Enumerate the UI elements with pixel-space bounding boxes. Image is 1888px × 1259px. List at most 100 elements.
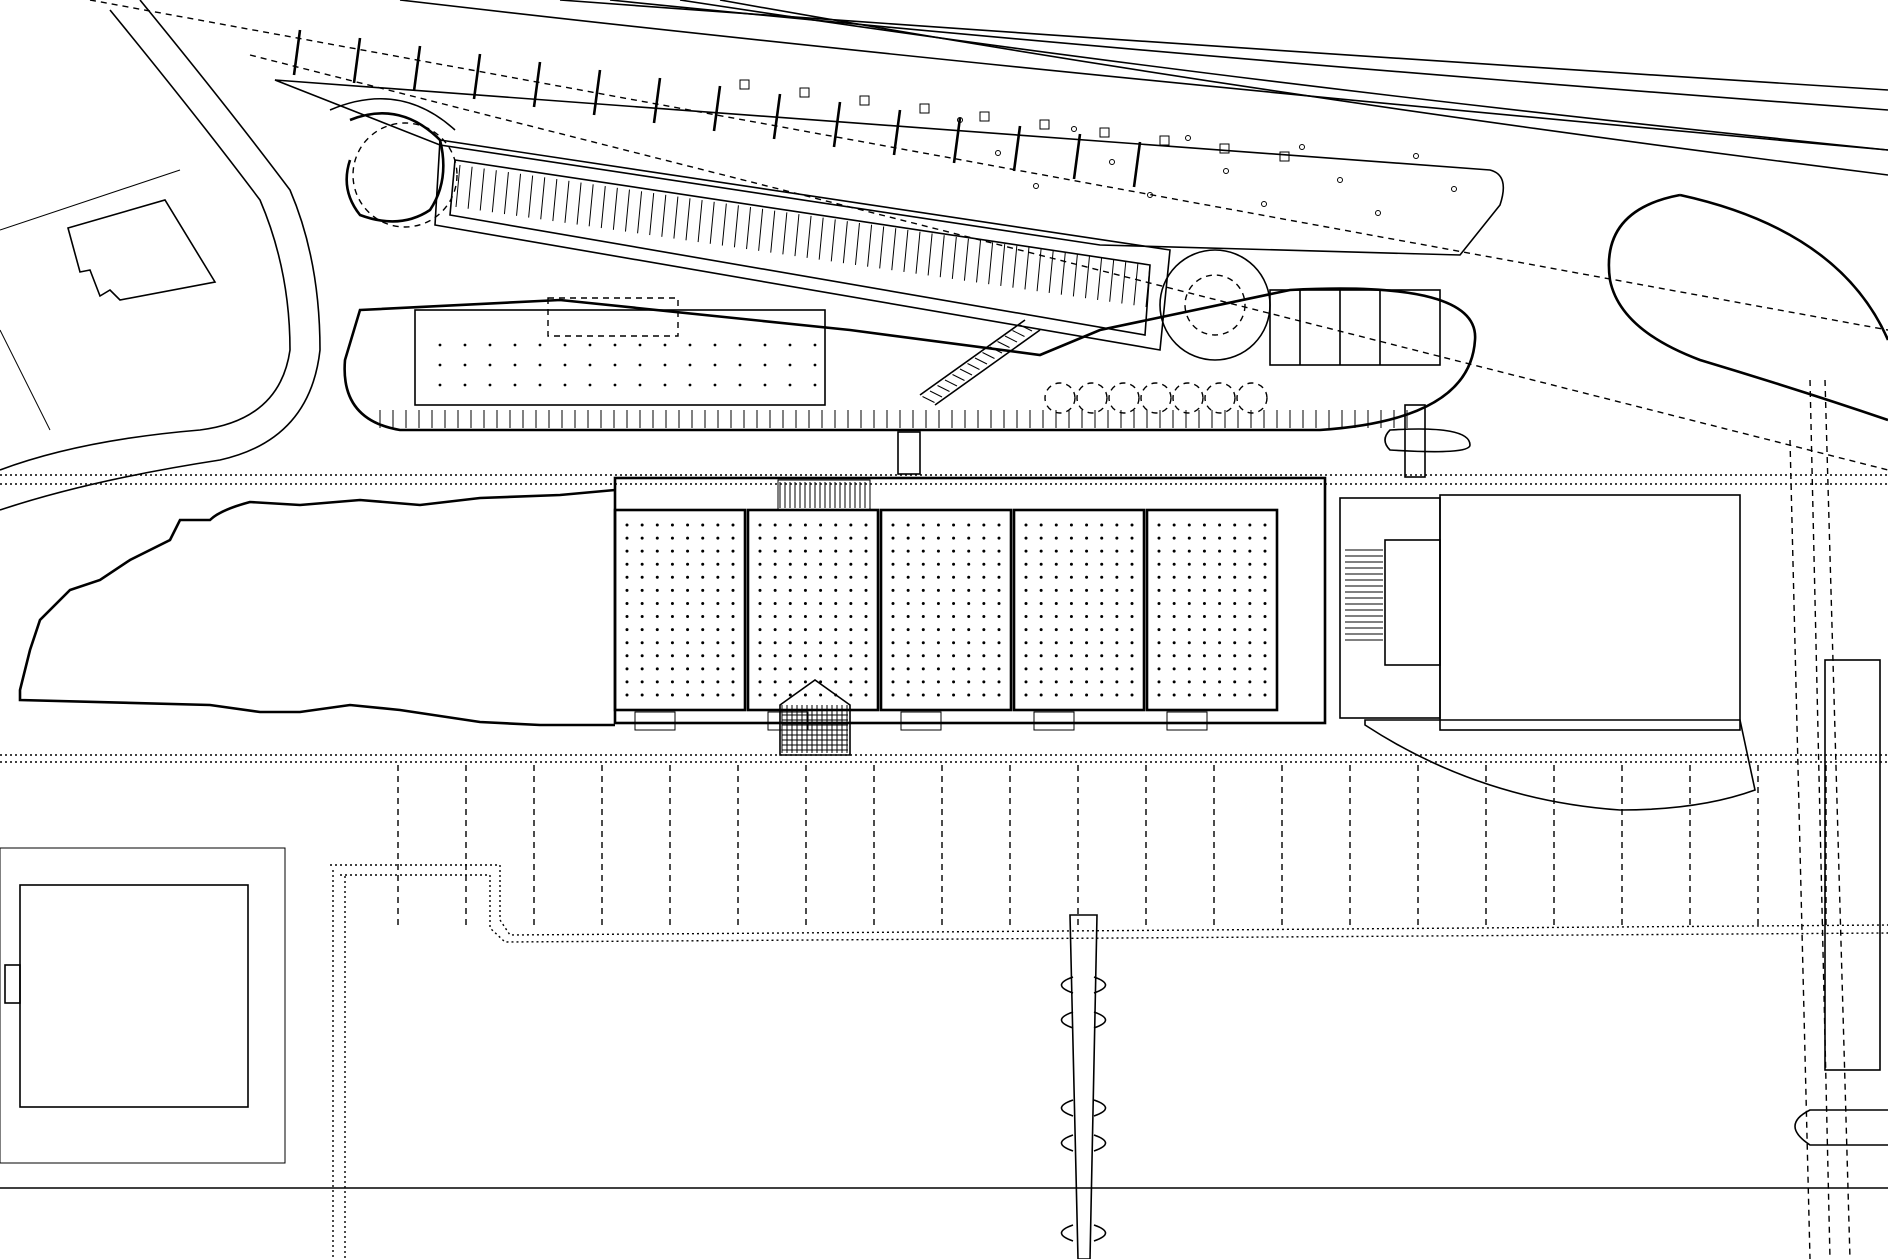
station-column — [538, 383, 542, 387]
parking-stalls — [455, 164, 1151, 308]
hall-column — [1085, 588, 1089, 592]
hall-column — [803, 588, 807, 592]
hall-column — [1054, 601, 1058, 605]
hall-column — [1069, 654, 1073, 658]
hall-column — [952, 562, 956, 566]
platform-pier — [1219, 143, 1230, 154]
hall-column — [1263, 693, 1267, 697]
hall-column — [849, 680, 853, 684]
hall-column — [834, 575, 838, 579]
hall-column — [1157, 680, 1161, 684]
hall-column — [731, 680, 735, 684]
hall-column — [891, 523, 895, 527]
axis-loop-left — [1060, 976, 1074, 994]
platform-bar — [352, 37, 362, 84]
hall-column — [1248, 575, 1252, 579]
hall-column — [640, 641, 644, 645]
parking-stall — [976, 240, 982, 283]
platform-dot — [1337, 177, 1343, 183]
hall-column — [788, 562, 792, 566]
hall-column — [1233, 562, 1237, 566]
hall-column — [1157, 601, 1161, 605]
hall-column — [864, 654, 868, 658]
hall-column — [758, 562, 762, 566]
hall-column — [1039, 615, 1043, 619]
platform-bar — [292, 29, 302, 76]
parking-stall — [479, 168, 485, 211]
hall-column — [952, 549, 956, 553]
axis-loop-right — [1093, 1099, 1107, 1117]
platform-bar — [472, 53, 482, 100]
hall-column — [1157, 575, 1161, 579]
station-column — [563, 363, 567, 367]
parking-stall — [540, 177, 546, 220]
hall-column — [670, 575, 674, 579]
hall-column — [1218, 693, 1222, 697]
platform-pier — [739, 79, 750, 90]
hall-column — [1248, 601, 1252, 605]
hall-column — [625, 654, 629, 658]
hall-column — [731, 562, 735, 566]
hall-column — [701, 615, 705, 619]
parking-stall — [1109, 259, 1115, 302]
hall-column — [731, 536, 735, 540]
hall-column — [849, 549, 853, 553]
hall-column — [1039, 628, 1043, 632]
hall-column — [1248, 615, 1252, 619]
platform-dot — [1261, 201, 1267, 207]
hall-column — [686, 588, 690, 592]
platform-bar — [892, 109, 902, 156]
station-column — [663, 363, 667, 367]
station-column — [588, 383, 592, 387]
hall-column — [716, 680, 720, 684]
hall-column — [1024, 575, 1028, 579]
hall-column — [1187, 654, 1191, 658]
tree-circle — [1044, 382, 1076, 414]
platform-dot — [1299, 144, 1305, 150]
hall-column — [803, 523, 807, 527]
hall-column — [758, 615, 762, 619]
station-column — [688, 343, 692, 347]
hall-column — [921, 680, 925, 684]
hall-column — [716, 575, 720, 579]
hall-column — [906, 588, 910, 592]
parking-stall — [1012, 245, 1018, 288]
hall-column — [1085, 536, 1089, 540]
hall-column — [1100, 641, 1104, 645]
platform-pier — [1099, 127, 1110, 138]
ramp-steps — [922, 324, 1033, 403]
hall-column — [686, 523, 690, 527]
hall-column — [906, 680, 910, 684]
station-column — [713, 383, 717, 387]
south-dividers — [397, 765, 1827, 928]
hall-column — [982, 641, 986, 645]
hall-column — [1100, 654, 1104, 658]
hall-column — [686, 628, 690, 632]
platform-pier — [859, 95, 870, 106]
hall-column — [1024, 562, 1028, 566]
station-hall-columns — [438, 343, 817, 387]
hall-column — [1172, 693, 1176, 697]
hall-column — [1054, 628, 1058, 632]
hall-column — [1263, 601, 1267, 605]
tree-circle — [1172, 382, 1204, 414]
hall-column — [1130, 575, 1134, 579]
hall-column — [891, 615, 895, 619]
parking-stall — [455, 164, 461, 208]
hall-column — [1115, 667, 1119, 671]
hall-column — [936, 641, 940, 645]
west-roads — [0, 0, 321, 511]
parking-stall — [503, 171, 509, 215]
hall-column — [967, 588, 971, 592]
hall-column — [701, 601, 705, 605]
hall-column — [891, 641, 895, 645]
ramp-step — [922, 396, 935, 403]
hall-column — [686, 641, 690, 645]
hall-column — [819, 562, 823, 566]
hall-column — [1069, 628, 1073, 632]
hall-column — [686, 562, 690, 566]
hall-column — [1157, 549, 1161, 553]
station-column — [638, 343, 642, 347]
upper-platform — [274, 29, 1505, 256]
hall-column — [758, 549, 762, 553]
